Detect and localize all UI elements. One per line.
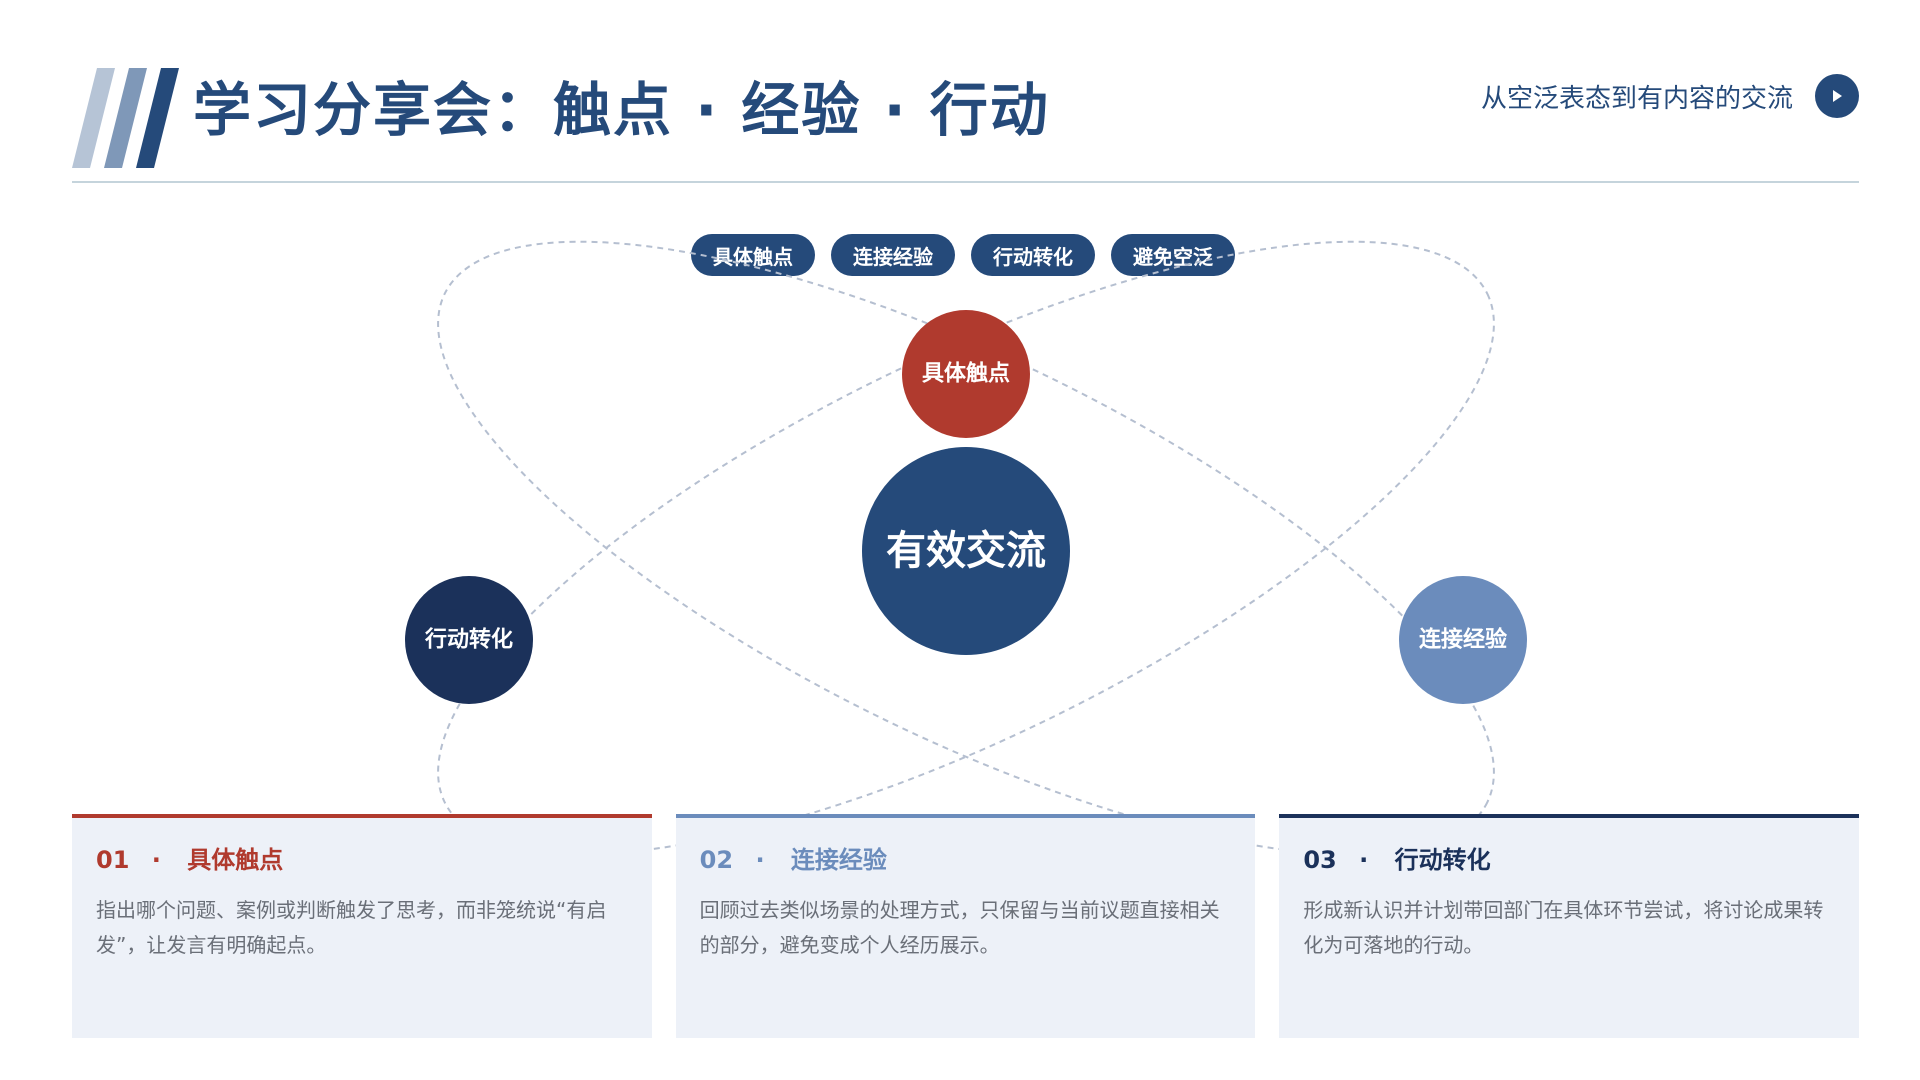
stripe-dark [136, 68, 179, 168]
orbit-ellipse-b [437, 240, 1495, 856]
card-dot: · [1359, 846, 1369, 874]
node-center-label: 有效交流 [886, 528, 1046, 574]
node-top: 具体触点 [902, 310, 1030, 438]
page-subtitle: 从空泛表态到有内容的交流 [1480, 83, 1793, 114]
subtitle-group: 从空泛表态到有内容的交流 [1481, 74, 1859, 118]
node-left-label: 行动转化 [424, 627, 513, 653]
card-dot: · [151, 846, 161, 874]
card-1: 01 · 具体触点 指出哪个问题、案例或判断触发了思考，而非笼统说“有启发”，让… [72, 814, 652, 1038]
tag-pill: 具体触点 [691, 234, 815, 276]
card-dot: · [755, 846, 765, 874]
card-title: 行动转化 [1394, 846, 1491, 874]
card-heading: 02 · 连接经验 [700, 840, 1232, 875]
card-row: 01 · 具体触点 指出哪个问题、案例或判断触发了思考，而非笼统说“有启发”，让… [72, 814, 1860, 1038]
tag-row: 具体触点 连接经验 行动转化 避免空泛 [0, 234, 1920, 276]
node-top-label: 具体触点 [922, 361, 1010, 387]
tag-pill: 连接经验 [831, 234, 955, 276]
node-right-label: 连接经验 [1419, 627, 1507, 653]
header-stripes-decoration [72, 68, 179, 168]
stripe-mid [104, 68, 147, 168]
tag-pill: 避免空泛 [1111, 234, 1235, 276]
card-text: 回顾过去类似场景的处理方式，只保留与当前议题直接相关的部分，避免变成个人经历展示… [699, 898, 1220, 957]
card-3: 03 · 行动转化 形成新认识并计划带回部门在具体环节尝试，将讨论成果转化为可落… [1279, 814, 1860, 1038]
card-number: 03 [1303, 846, 1337, 874]
card-title: 连接经验 [790, 846, 887, 874]
card-text: 形成新认识并计划带回部门在具体环节尝试，将讨论成果转化为可落地的行动。 [1303, 898, 1824, 957]
card-text: 指出哪个问题、案例或判断触发了思考，而非笼统说“有启发”，让发言有明确起点。 [96, 898, 607, 957]
card-number: 02 [699, 846, 734, 874]
card-heading: 03 · 行动转化 [1303, 840, 1835, 875]
orbit-ellipse-a [437, 240, 1495, 856]
node-right: 连接经验 [1399, 576, 1527, 704]
header-divider [72, 181, 1859, 183]
card-number: 01 [96, 846, 130, 874]
node-center: 有效交流 [862, 447, 1070, 655]
tag-pill: 行动转化 [971, 234, 1095, 276]
card-title: 具体触点 [187, 846, 284, 874]
node-left: 行动转化 [405, 576, 533, 704]
play-icon[interactable] [1815, 74, 1859, 118]
card-heading: 01 · 具体触点 [96, 840, 628, 875]
play-triangle-icon [1833, 90, 1842, 102]
card-2: 02 · 连接经验 回顾过去类似场景的处理方式，只保留与当前议题直接相关的部分，… [675, 814, 1256, 1038]
stripe-light [72, 68, 115, 168]
page-title: 学习分享会：触点 · 经验 · 行动 [193, 76, 1050, 144]
